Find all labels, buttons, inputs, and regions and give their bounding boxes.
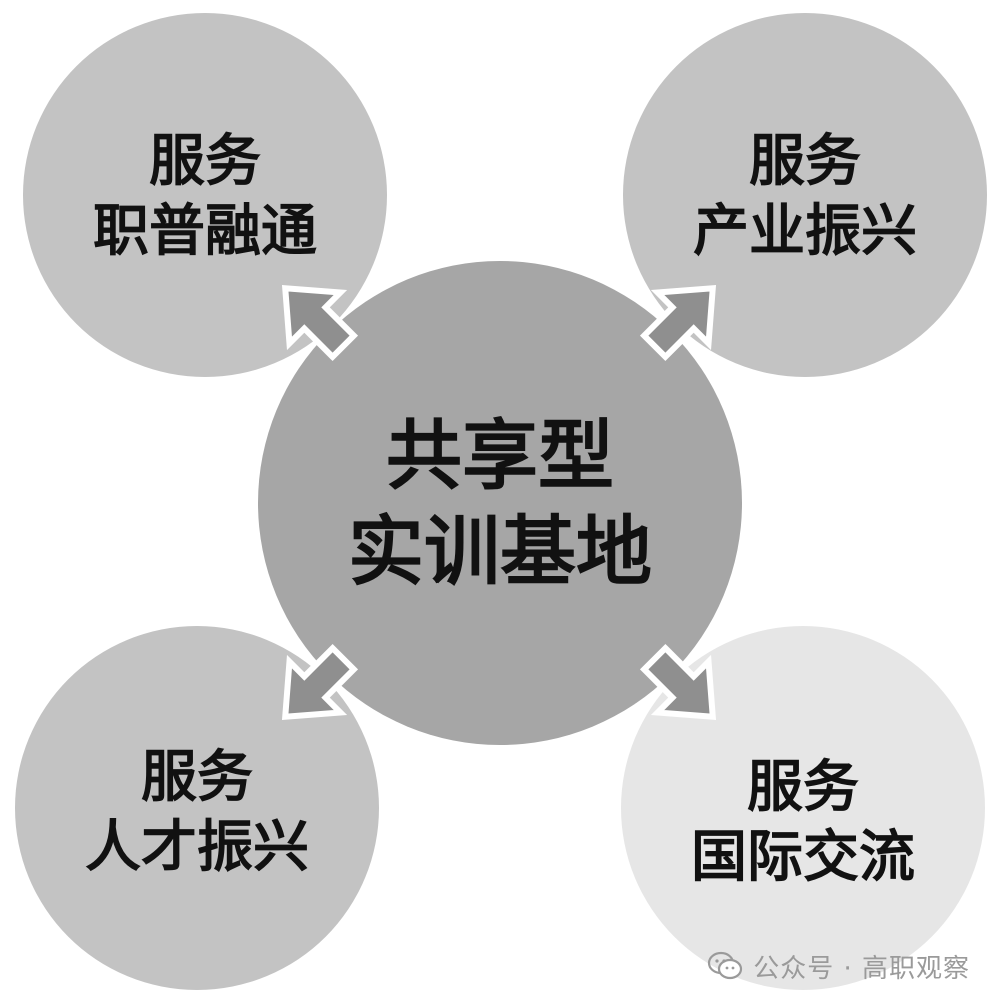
node-bottom-right-line1: 服务 bbox=[747, 755, 859, 820]
node-bottom-left-line2: 人才振兴 bbox=[85, 815, 309, 880]
node-top-left-line2: 职普融通 bbox=[93, 199, 317, 264]
center-line2: 实训基地 bbox=[348, 507, 652, 596]
node-top-left-line1: 服务 bbox=[149, 129, 261, 194]
arrow-bottom-right bbox=[639, 643, 717, 721]
arrow-bottom-left bbox=[281, 643, 359, 721]
node-top-left-circle bbox=[23, 13, 387, 377]
center-line1: 共享型 bbox=[386, 411, 614, 500]
watermark-text: 公众号 · 高职观察 bbox=[753, 953, 970, 984]
node-bottom-right-line2: 国际交流 bbox=[691, 825, 915, 890]
watermark: 公众号 · 高职观察 bbox=[707, 946, 970, 986]
arrow-top-left bbox=[281, 284, 359, 362]
wechat-icon bbox=[708, 951, 743, 980]
arrow-top-right bbox=[639, 284, 717, 362]
node-bottom-left-line1: 服务 bbox=[141, 745, 253, 810]
center-circle bbox=[258, 261, 742, 745]
node-top-right-line2: 产业振兴 bbox=[693, 199, 917, 264]
node-top-right-line1: 服务 bbox=[749, 129, 861, 194]
